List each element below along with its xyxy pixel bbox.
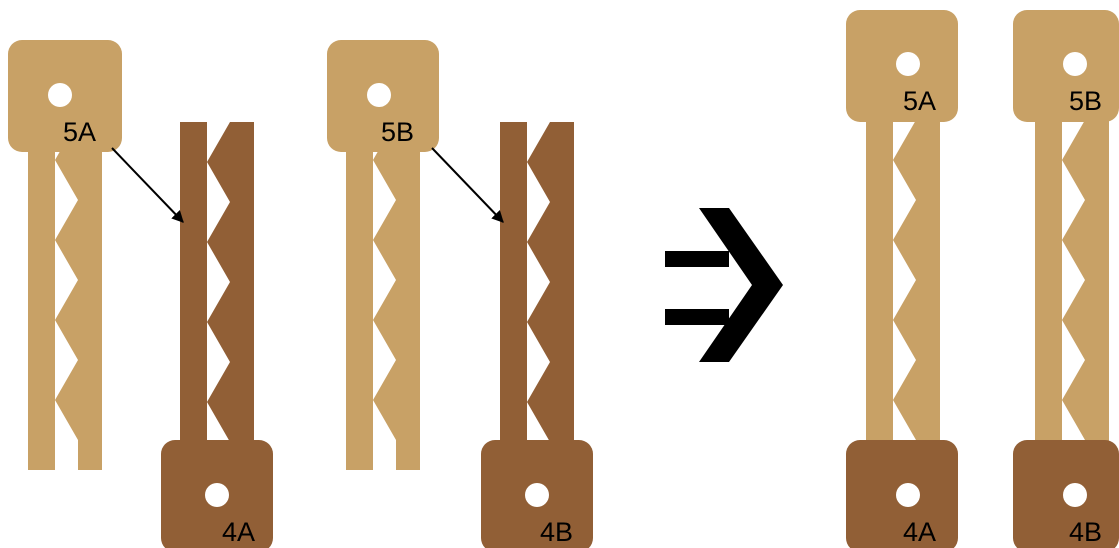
part-4a-label: 4A <box>222 517 255 547</box>
part-4a-cutouts <box>207 122 230 452</box>
assembled-left-bottom-hole <box>896 483 920 507</box>
assembled-right-top-hole <box>1063 52 1087 76</box>
part-4a: 4A <box>161 122 273 548</box>
assembled-right-cutouts <box>1062 120 1085 450</box>
part-5b-hole <box>367 83 391 107</box>
assembled-right-top-label: 5B <box>1069 86 1102 116</box>
part-5a-label: 5A <box>63 117 96 147</box>
assembled-right-bottom-hole <box>1063 483 1087 507</box>
arrow-bar-top <box>665 251 729 267</box>
part-5a: 5A <box>8 40 122 470</box>
assembled-left-top-label: 5A <box>903 86 936 116</box>
part-5a-hole <box>48 83 72 107</box>
part-5b-cutouts <box>373 120 396 470</box>
assembled-left-bottom-label: 4A <box>903 517 936 547</box>
assembled-right: 5B 4B <box>1013 10 1119 548</box>
assembled-left: 5A 4A <box>846 10 958 548</box>
part-4b: 4B <box>481 122 593 548</box>
part-5b-label: 5B <box>381 117 414 147</box>
double-chevron-right-arrow-icon <box>665 208 783 362</box>
part-4a-hole <box>205 483 229 507</box>
assembled-right-bottom-label: 4B <box>1069 517 1102 547</box>
connector-arrow-5b-to-4b <box>431 147 504 223</box>
part-4b-label: 4B <box>540 517 573 547</box>
assembled-left-cutouts <box>893 120 916 450</box>
part-5a-cutouts <box>55 120 78 470</box>
part-4b-cutouts <box>527 122 550 452</box>
arrow-bar-bottom <box>665 309 729 325</box>
part-4b-hole <box>525 483 549 507</box>
arrow-chevron <box>699 208 783 362</box>
part-5b: 5B <box>327 40 439 470</box>
connector-arrow-5a-to-4a <box>111 147 184 223</box>
assembled-left-top-hole <box>896 52 920 76</box>
